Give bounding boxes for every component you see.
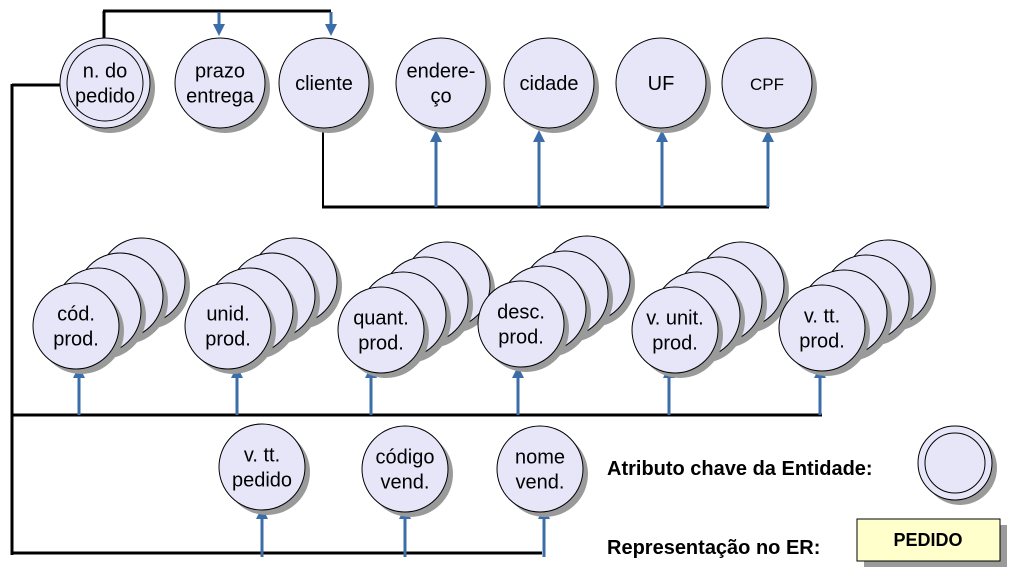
attribute-n-do-pedido-line-1: pedido [75,86,135,108]
attribute-codigo-vend-line-0: código [376,447,435,469]
attribute-codigo-vend [361,425,449,513]
attribute-cliente-line-0: cliente [295,73,353,95]
multivalued-attribute-v-tt-prod-line-1: prod. [799,331,845,353]
multivalued-attribute-cod-prod [32,282,120,370]
attribute-n-do-pedido [59,37,151,129]
multivalued-attribute-unid-prod-line-0: unid. [206,304,249,326]
multivalued-attribute-v-unit-prod [631,286,719,374]
multivalued-attribute-v-tt-prod [778,284,866,372]
attribute-uf [615,37,707,129]
attribute-n-do-pedido-inner-ring [66,44,144,122]
multivalued-attribute-v-unit-prod-line-0: v. unit. [646,308,703,330]
attribute-cidade-line-0: cidade [520,73,579,95]
multivalued-attribute-quant-prod-line-0: quant. [353,308,409,330]
attribute-prazo-entrega-line-1: entrega [186,86,255,108]
attribute-uf-line-0: UF [648,73,675,95]
attribute-cpf-line-0: CPF [750,75,784,94]
attribute-codigo-vend-line-1: vend. [381,472,430,494]
multivalued-attribute-desc-prod [477,280,565,368]
multivalued-attribute-desc-prod-line-1: prod. [498,327,544,349]
multivalued-attribute-cod-prod-line-1: prod. [53,329,99,351]
attribute-v-tt-pedido-line-0: v. tt. [244,445,280,467]
attribute-endereco-line-0: endere- [407,61,476,83]
attribute-nome-vend-line-0: nome [515,447,565,469]
attribute-cliente [278,37,370,129]
attribute-prazo-entrega [174,37,266,129]
attribute-nome-vend [496,425,584,513]
legend-er-label: Representação no ER: [607,537,820,559]
attribute-prazo-entrega-line-0: prazo [195,61,245,83]
entity-box [856,518,1001,562]
legend-key-label: Atributo chave da Entidade: [607,458,873,480]
attribute-endereco-line-1: ço [430,86,451,108]
multivalued-attribute-quant-prod-line-1: prod. [358,333,404,355]
multivalued-attribute-unid-prod [184,282,272,370]
legend-key-symbol-inner-ring [924,432,986,494]
multivalued-attribute-v-unit-prod-line-1: prod. [652,333,698,355]
attribute-endereco [395,37,487,129]
attribute-v-tt-pedido [218,423,306,511]
multivalued-attribute-cod-prod-line-0: cód. [57,304,95,326]
entity-name: PEDIDO [893,530,962,550]
attribute-n-do-pedido-line-0: n. do [83,61,127,83]
multivalued-attribute-quant-prod [337,286,425,374]
legend-key-symbol [917,425,993,501]
multivalued-attribute-unid-prod-line-1: prod. [205,329,251,351]
attribute-v-tt-pedido-line-1: pedido [232,470,292,492]
attribute-cidade [503,37,595,129]
attribute-nome-vend-line-1: vend. [516,472,565,494]
multivalued-attribute-desc-prod-line-0: desc. [497,302,545,324]
attribute-cpf [721,37,813,129]
multivalued-attribute-v-tt-prod-line-0: v. tt. [804,306,840,328]
